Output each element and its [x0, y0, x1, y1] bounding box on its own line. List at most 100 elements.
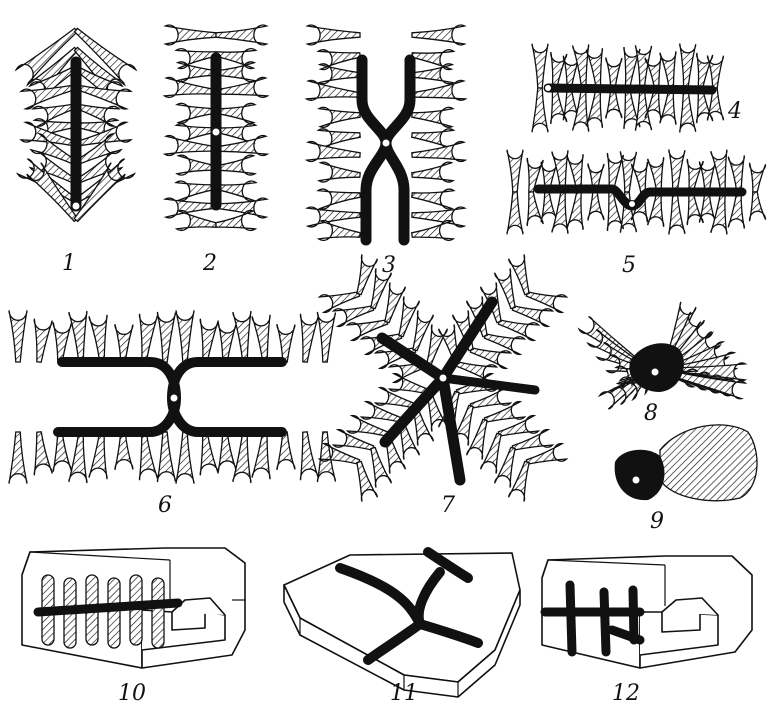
larval-gallery — [318, 50, 360, 70]
entrance-hole — [629, 201, 636, 208]
maternal-gallery — [386, 60, 410, 240]
larval-gallery — [115, 432, 133, 470]
larval-gallery — [152, 578, 164, 648]
larval-gallery — [669, 192, 685, 235]
larval-gallery — [216, 25, 267, 45]
larval-gallery — [412, 189, 454, 209]
larval-gallery — [586, 88, 602, 128]
larval-gallery — [307, 80, 361, 100]
entrance-hole — [212, 128, 220, 136]
larval-gallery — [115, 324, 133, 362]
maternal-gallery — [443, 378, 535, 390]
larval-gallery — [252, 315, 270, 362]
feeding-area — [660, 425, 757, 501]
figure-6-label: 6 — [158, 493, 172, 518]
larval-gallery — [389, 374, 429, 395]
larval-gallery — [319, 221, 361, 241]
larval-gallery — [620, 151, 636, 192]
larval-gallery — [277, 432, 295, 470]
larval-gallery — [318, 189, 360, 209]
larval-gallery — [216, 181, 256, 201]
larval-gallery — [9, 432, 27, 484]
larval-gallery — [108, 578, 120, 648]
larval-gallery — [53, 432, 71, 472]
larval-gallery — [252, 432, 270, 479]
larval-gallery — [177, 62, 216, 82]
larval-gallery — [53, 322, 71, 362]
figure-10-label: 10 — [118, 681, 146, 706]
larval-gallery — [139, 432, 157, 480]
larval-gallery — [648, 192, 664, 227]
larval-gallery — [307, 25, 360, 45]
larval-gallery — [319, 162, 360, 182]
larval-gallery — [177, 155, 216, 175]
larval-gallery — [300, 432, 318, 480]
figure-2-label: 2 — [202, 251, 217, 276]
larval-gallery — [412, 80, 466, 100]
larval-gallery — [34, 432, 52, 475]
larval-gallery — [176, 49, 216, 69]
larval-gallery — [606, 58, 622, 89]
larval-gallery — [216, 198, 267, 218]
maternal-gallery — [548, 88, 712, 90]
larval-gallery — [317, 312, 335, 362]
larval-gallery — [541, 192, 557, 222]
larval-gallery — [750, 192, 766, 221]
larval-gallery — [307, 207, 360, 227]
larval-gallery — [233, 311, 251, 362]
larval-gallery — [648, 157, 664, 192]
larval-gallery — [507, 192, 523, 234]
entrance-hole — [632, 476, 640, 484]
larval-gallery — [218, 322, 236, 362]
larval-gallery — [307, 142, 360, 162]
larval-gallery — [669, 150, 685, 193]
larval-gallery — [427, 324, 447, 364]
figure-1-label: 1 — [62, 251, 76, 276]
larval-gallery — [89, 315, 107, 362]
larval-gallery — [728, 155, 744, 192]
figure-9-pattern — [615, 425, 757, 501]
larval-gallery — [680, 88, 696, 133]
entrance-hole — [72, 202, 80, 210]
larval-gallery — [216, 103, 255, 123]
figure-10-wood-block — [22, 548, 245, 668]
figure-7-pattern — [319, 254, 566, 501]
maternal-gallery — [58, 362, 176, 432]
figure-3-label: 3 — [382, 253, 396, 278]
larval-gallery — [532, 88, 548, 132]
larval-gallery — [412, 207, 465, 227]
larval-gallery — [277, 324, 295, 362]
larval-gallery — [412, 221, 454, 241]
larval-gallery — [216, 62, 255, 82]
larval-gallery — [319, 107, 360, 127]
larval-gallery — [176, 432, 194, 484]
larval-gallery — [176, 310, 194, 362]
figure-2-pattern — [164, 25, 267, 230]
larval-gallery — [750, 163, 766, 192]
larval-gallery — [412, 107, 453, 127]
figure-9-label: 9 — [650, 509, 664, 534]
larval-gallery — [586, 48, 602, 88]
figure-7-label: 7 — [441, 493, 455, 518]
figure-11-label: 11 — [390, 681, 418, 706]
figure-12-label: 12 — [612, 681, 640, 706]
entrance-hole — [545, 85, 552, 92]
figure-8-label: 8 — [644, 401, 658, 426]
larval-gallery — [216, 155, 255, 175]
larval-gallery — [157, 432, 175, 482]
larval-gallery — [687, 192, 703, 225]
figure-8-pattern — [579, 302, 745, 409]
larval-gallery — [34, 319, 52, 362]
larval-gallery — [216, 78, 268, 98]
larval-gallery — [139, 314, 157, 362]
larval-gallery — [660, 51, 676, 88]
figure-11-wood-slab — [284, 552, 520, 697]
entrance-hole — [439, 374, 447, 382]
figure-5-pattern — [507, 150, 766, 235]
larval-gallery — [728, 192, 744, 229]
figure-1-pattern — [16, 28, 136, 221]
figure-12-wood-block — [542, 556, 752, 668]
larval-gallery — [164, 78, 216, 98]
figure-3-pattern — [307, 25, 466, 240]
